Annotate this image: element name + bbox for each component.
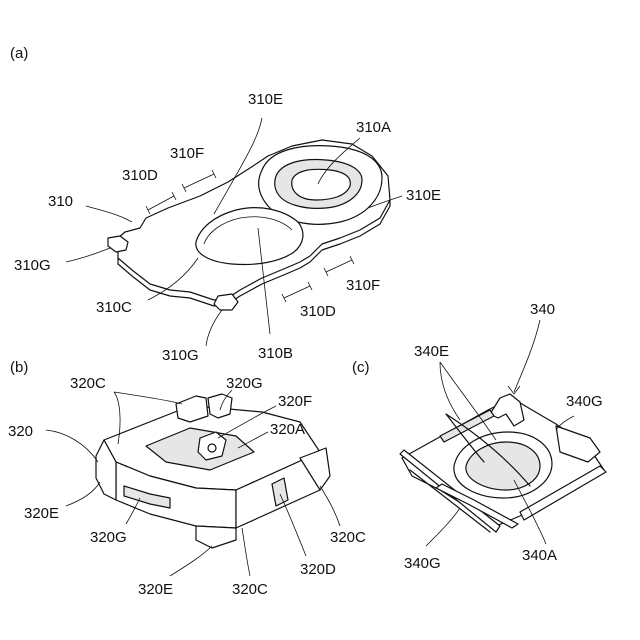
label-310: 310 [48, 193, 73, 210]
label-310f-top: 310F [170, 145, 204, 162]
panel-b-tag: (b) [10, 359, 28, 376]
label-310g-left: 310G [14, 257, 51, 274]
leader-320e-left [66, 482, 100, 506]
label-320f: 320F [278, 393, 312, 410]
label-320c-top: 320C [70, 375, 106, 392]
label-310d-top: 310D [122, 167, 158, 184]
label-310e-right: 310E [406, 187, 441, 204]
hole-320a [208, 444, 216, 452]
leader-320c-right [320, 486, 340, 526]
leader-320e-bottom [170, 546, 212, 576]
label-320: 320 [8, 423, 33, 440]
label-310e-top: 310E [248, 91, 283, 108]
leader-340 [514, 320, 540, 392]
label-310c: 310C [96, 299, 132, 316]
leader-320 [46, 430, 98, 462]
leader-340e-a [440, 362, 460, 420]
leader-310 [86, 206, 132, 222]
label-310a: 310A [356, 119, 391, 136]
label-320e-bottom: 320E [138, 581, 173, 598]
label-310f-bottom: 310F [346, 277, 380, 294]
notch-310g-bottom [214, 294, 238, 310]
label-340: 340 [530, 301, 555, 318]
bracket-310f-top [182, 170, 216, 192]
label-340a: 340A [522, 547, 557, 564]
bracket-310d-bottom [282, 282, 312, 302]
label-320a: 320A [270, 421, 305, 438]
panel-a: (a) 310E 310A 310F 310D 3 [10, 45, 441, 364]
label-310b: 310B [258, 345, 293, 362]
label-310g-bottom: 310G [162, 347, 199, 364]
foot-320e-bottom [196, 526, 236, 548]
slot-310a [292, 169, 351, 200]
tab-320g-back [176, 396, 208, 422]
leader-320d [280, 494, 306, 556]
leader-310g-bottom [206, 310, 222, 346]
label-320g-top: 320G [226, 375, 263, 392]
bracket-310f-bottom [324, 256, 354, 276]
panel-c-tag: (c) [352, 359, 370, 376]
leader-320c-top-b [114, 392, 182, 404]
label-310d-bottom: 310D [300, 303, 336, 320]
label-320e-left: 320E [24, 505, 59, 522]
label-340g-right: 340G [566, 393, 603, 410]
label-320d: 320D [300, 561, 336, 578]
tab-320g-back-2 [208, 394, 232, 418]
leader-310g-left [66, 248, 110, 262]
panel-b: (b) 320C [8, 359, 366, 598]
label-320c-right: 320C [330, 529, 366, 546]
label-320c-bottom: 320C [232, 581, 268, 598]
label-320g-lower: 320G [90, 529, 127, 546]
label-340g-bottom: 340G [404, 555, 441, 572]
panel-c: (c) 340 340E 340G 340G 340A [352, 301, 606, 572]
panel-a-tag: (a) [10, 45, 28, 62]
label-340e: 340E [414, 343, 449, 360]
leader-320c-bottom [242, 528, 250, 576]
leader-340g-bottom [426, 508, 460, 546]
arrow-340 [508, 386, 520, 394]
